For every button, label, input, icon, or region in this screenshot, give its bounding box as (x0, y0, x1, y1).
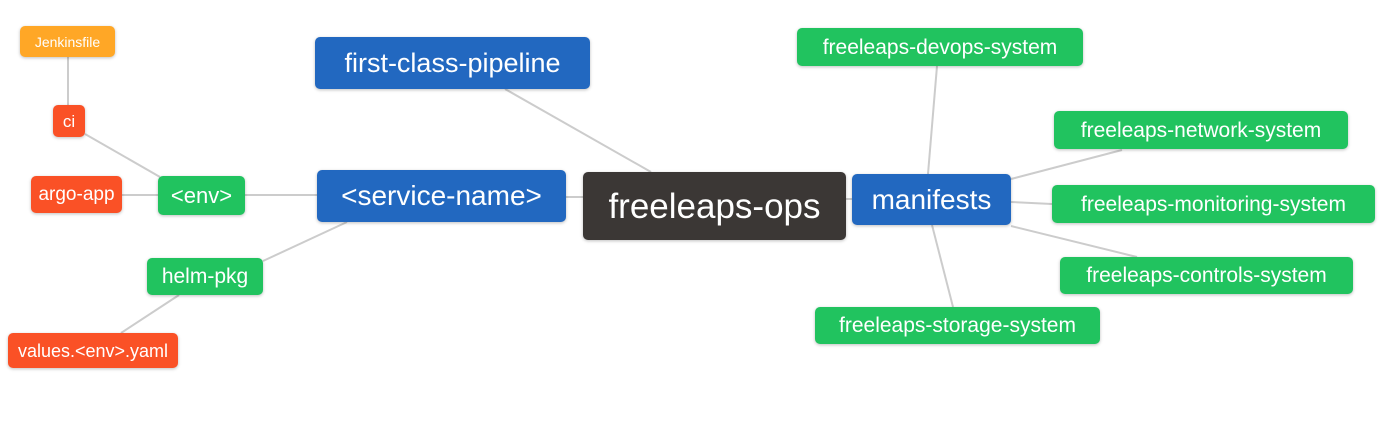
edge-manifests--freeleaps-storage-system (931, 224, 954, 308)
edge-service-name--helm-pkg (262, 221, 348, 262)
edge-manifests--freeleaps-controls-system (1010, 225, 1138, 258)
node-freeleaps-controls-system[interactable]: freeleaps-controls-system (1060, 257, 1353, 294)
node-freeleaps-ops[interactable]: freeleaps-ops (583, 172, 846, 240)
node-manifests[interactable]: manifests (852, 174, 1011, 225)
edge-values-env-yaml--helm-pkg (120, 294, 180, 334)
node-freeleaps-monitoring-system[interactable]: freeleaps-monitoring-system (1052, 185, 1375, 223)
node-ci[interactable]: ci (53, 105, 85, 137)
node-argo-app[interactable]: argo-app (31, 176, 122, 213)
edge-ci--env (84, 133, 161, 178)
node-first-class-pipeline[interactable]: first-class-pipeline (315, 37, 590, 89)
node-jenkinsfile[interactable]: Jenkinsfile (20, 26, 115, 57)
edge-manifests--freeleaps-network-system (1010, 149, 1123, 180)
node-freeleaps-devops-system[interactable]: freeleaps-devops-system (797, 28, 1083, 66)
node-freeleaps-network-system[interactable]: freeleaps-network-system (1054, 111, 1348, 149)
edge-manifests--freeleaps-monitoring-system (1010, 201, 1053, 205)
node-service-name[interactable]: <service-name> (317, 170, 566, 222)
edge-freeleaps-devops-system--manifests (927, 65, 938, 175)
node-freeleaps-storage-system[interactable]: freeleaps-storage-system (815, 307, 1100, 344)
node-env[interactable]: <env> (158, 176, 245, 215)
edge-first-class-pipeline--freeleaps-ops (504, 88, 652, 173)
node-helm-pkg[interactable]: helm-pkg (147, 258, 263, 295)
node-values-env-yaml[interactable]: values.<env>.yaml (8, 333, 178, 368)
